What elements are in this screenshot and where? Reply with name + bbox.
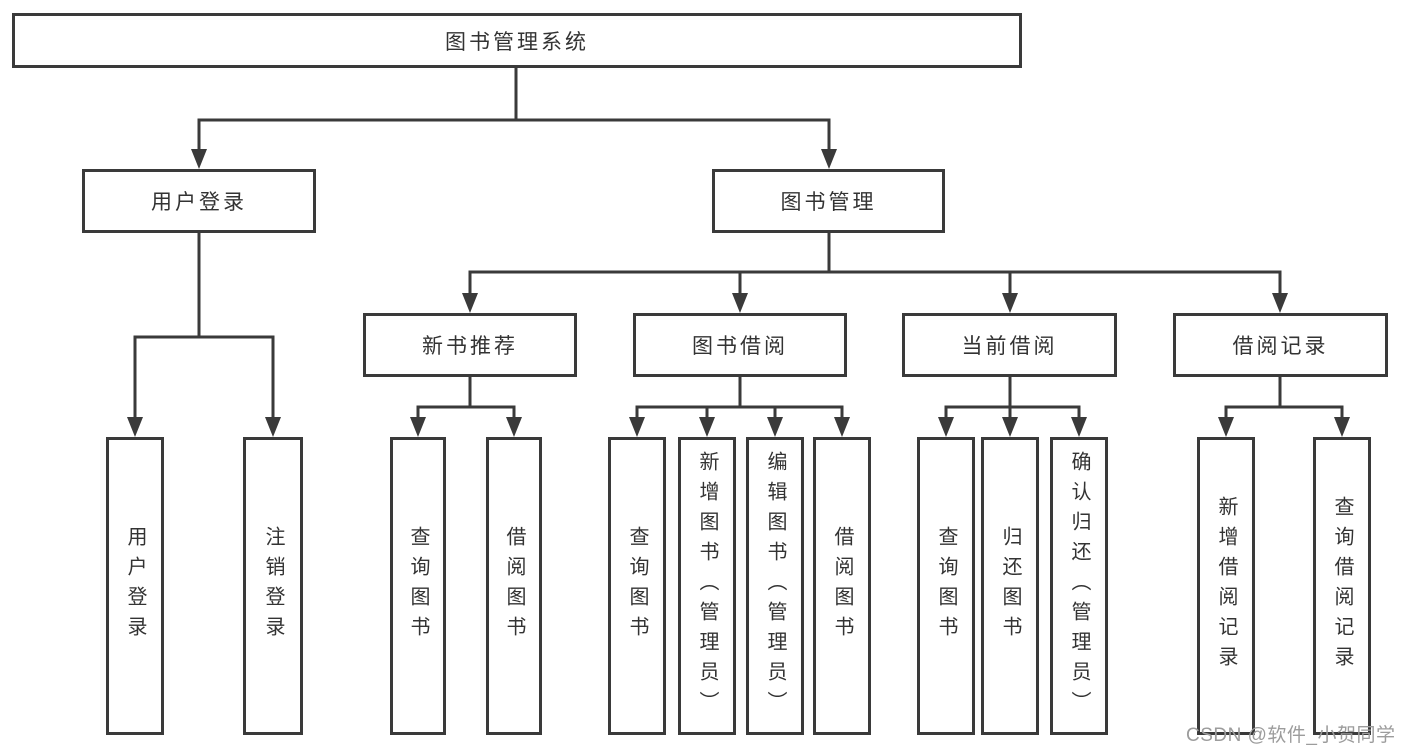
node-borrowing-records: 借阅记录 [1173,313,1388,377]
node-book-borrowing: 图书借阅 [633,313,847,377]
leaf-label: 借阅图书 [831,526,853,646]
leaf-recommend-query-book: 查询图书 [390,437,446,735]
leaf-label: 查询图书 [407,526,429,646]
leaf-borrow-edit-book-admin: 编辑图书（管理员） [746,437,804,735]
node-current-borrowing: 当前借阅 [902,313,1117,377]
leaf-borrow-borrow-book: 借阅图书 [813,437,871,735]
connector-current-borrow-branch [938,377,1087,437]
node-library-system: 图书管理系统 [12,13,1022,68]
connector-new-book-branch [410,377,522,437]
node-new-book-recommend: 新书推荐 [363,313,577,377]
leaf-current-confirm-return-admin: 确认归还（管理员） [1050,437,1108,735]
leaf-label: 注销登录 [262,526,284,646]
leaf-borrow-query-book: 查询图书 [608,437,666,735]
leaf-record-query-borrow-record: 查询借阅记录 [1313,437,1371,735]
leaf-record-add-borrow-record: 新增借阅记录 [1197,437,1255,735]
connector-borrow-record-branch [1218,377,1350,437]
leaf-label: 查询借阅记录 [1331,496,1353,676]
leaf-label: 借阅图书 [503,526,525,646]
leaf-label: 新增借阅记录 [1215,496,1237,676]
leaf-label: 归还图书 [999,526,1021,646]
connector-user-login-branch [127,233,281,437]
leaf-borrow-add-book-admin: 新增图书（管理员） [678,437,736,735]
leaf-label: 新增图书（管理员） [696,451,718,721]
leaf-label: 查询图书 [626,526,648,646]
leaf-label: 用户登录 [124,526,146,646]
node-book-management: 图书管理 [712,169,945,233]
leaf-label: 编辑图书（管理员） [764,451,786,721]
leaf-label: 确认归还（管理员） [1068,451,1090,721]
leaf-login-user-login: 用户登录 [106,437,164,735]
connector-book-borrow-branch [629,377,850,437]
connector-root-branch [191,68,837,169]
csdn-watermark: CSDN @软件_小贺同学 [1186,725,1396,746]
node-user-login: 用户登录 [82,169,316,233]
leaf-current-return-book: 归还图书 [981,437,1039,735]
leaf-recommend-borrow-book: 借阅图书 [486,437,542,735]
leaf-login-logout: 注销登录 [243,437,303,735]
leaf-current-query-book: 查询图书 [917,437,975,735]
leaf-label: 查询图书 [935,526,957,646]
connector-book-management-branch [462,233,1288,313]
